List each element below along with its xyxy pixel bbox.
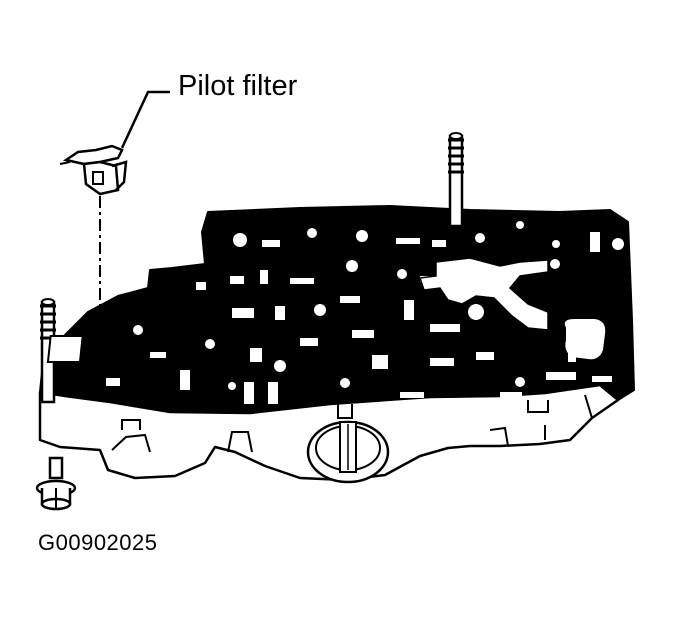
flange-bolt — [35, 456, 77, 511]
valve-plug-boss — [306, 420, 390, 484]
pilot-filter-label: Pilot filter — [178, 70, 298, 102]
separator-plate — [39, 205, 635, 414]
plate-channel — [418, 257, 549, 331]
pilot-filter — [59, 144, 128, 196]
pilot-filter-seat — [46, 335, 84, 363]
casting-details — [111, 394, 593, 453]
callout-leader — [120, 90, 170, 149]
plate-passages — [106, 221, 624, 404]
figure-id: G00902025 — [38, 530, 158, 555]
guide-stud-right — [448, 132, 464, 228]
